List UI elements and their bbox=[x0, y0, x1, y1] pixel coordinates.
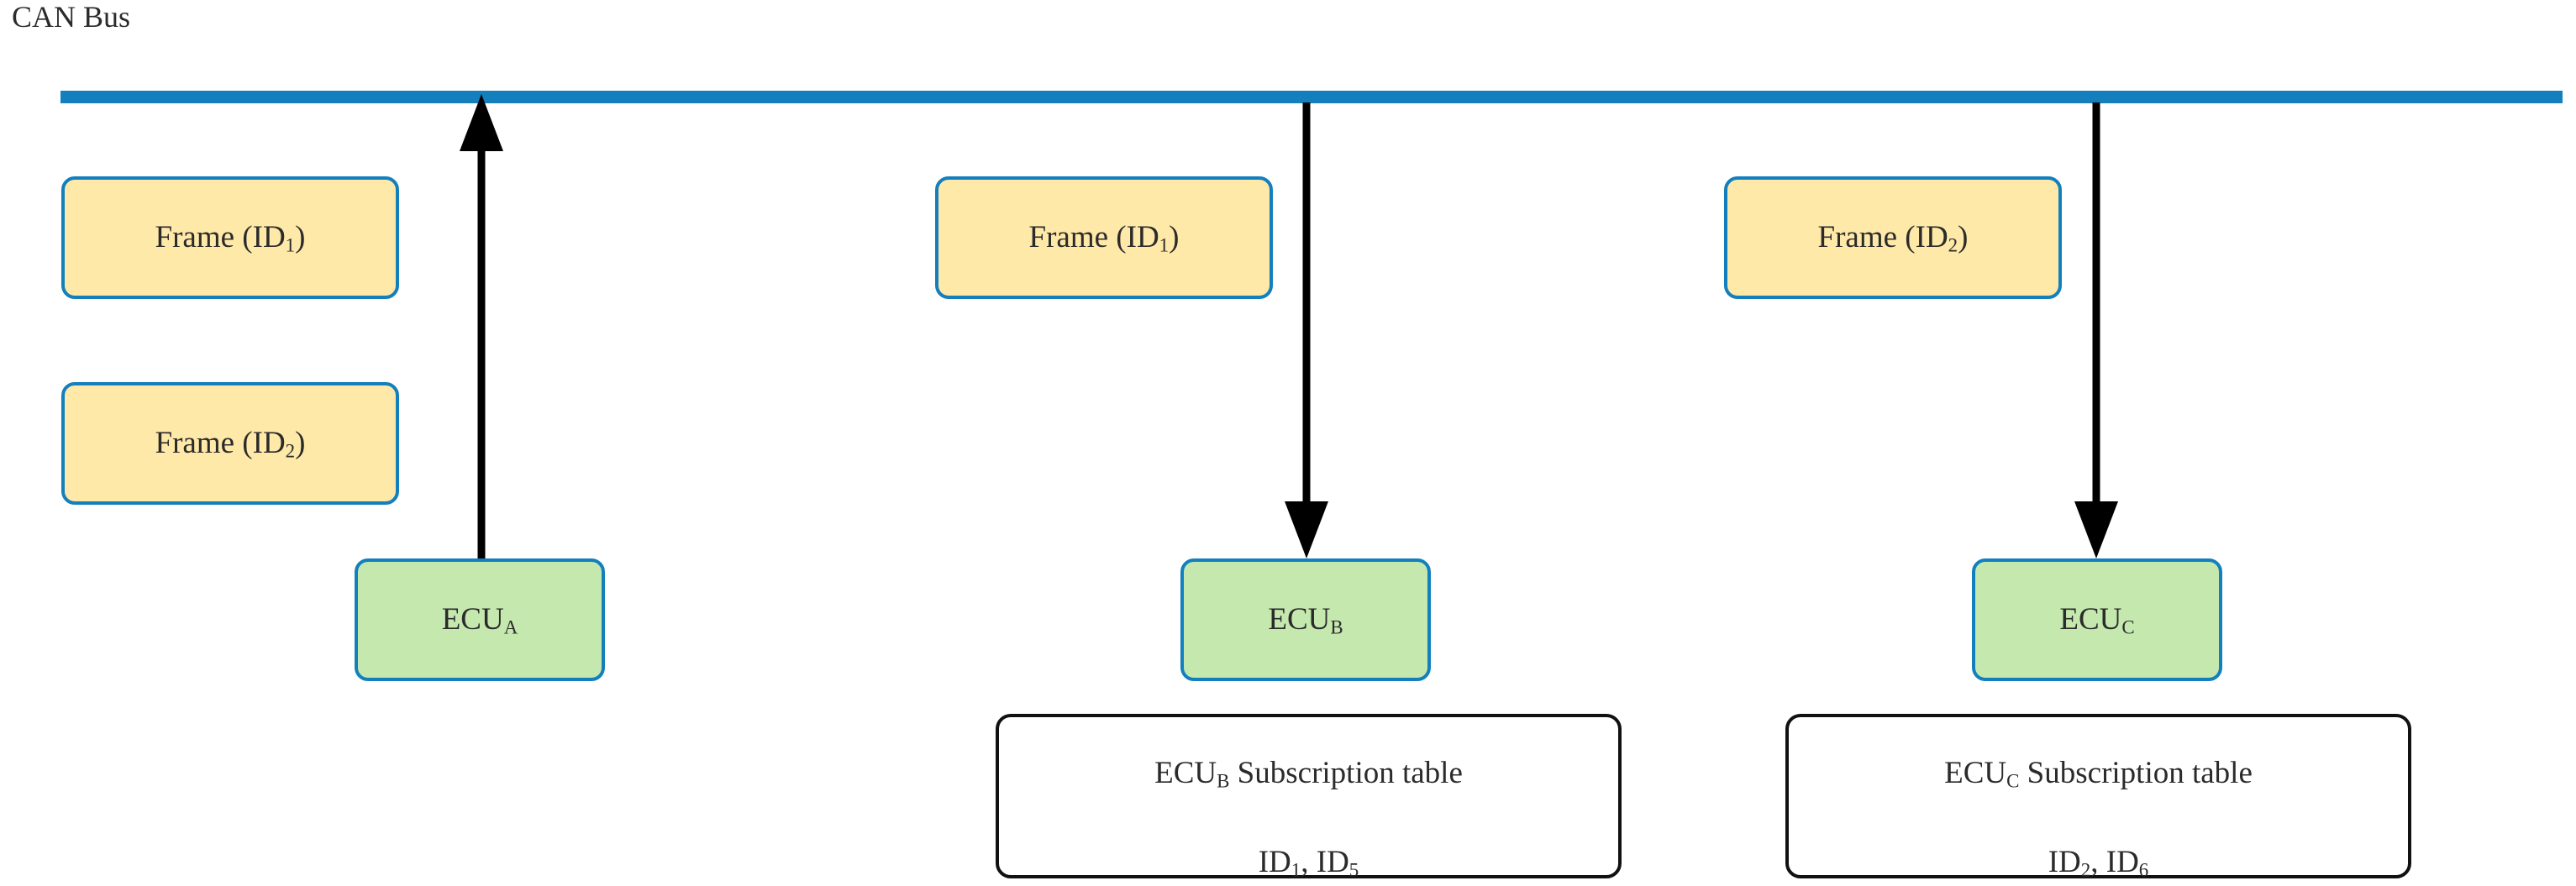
frame-box-id1-left: Frame (ID1) bbox=[61, 176, 399, 299]
ecu-subscript: B bbox=[1330, 616, 1343, 638]
table-title-subscript: B bbox=[1217, 771, 1230, 793]
can-bus-line bbox=[60, 91, 2563, 103]
ecu-label: ECUB bbox=[1268, 601, 1343, 638]
frame-subscript: 1 bbox=[285, 234, 296, 256]
table-entry-subscript: 1 bbox=[1291, 859, 1301, 881]
ecu-subscript: A bbox=[503, 616, 518, 638]
frame-subscript: 1 bbox=[1159, 234, 1170, 256]
subscription-table-text: ECUB Subscription table ID1, ID5 bbox=[1154, 708, 1463, 884]
ecu-box-c: ECUC bbox=[1972, 558, 2222, 681]
frame-label: Frame (ID2) bbox=[155, 425, 306, 462]
frame-box-id2-left: Frame (ID2) bbox=[61, 382, 399, 505]
subscription-table-entries: ID1, ID5 bbox=[1258, 844, 1359, 881]
frame-label: Frame (ID2) bbox=[1817, 219, 1969, 256]
frame-label: Frame (ID1) bbox=[155, 219, 306, 256]
table-entry-subscript: 2 bbox=[2080, 859, 2091, 881]
frame-subscript: 2 bbox=[285, 440, 296, 462]
ecu-box-a: ECUA bbox=[355, 558, 605, 681]
subscription-table-title: ECUC Subscription table bbox=[1944, 756, 2253, 793]
subscription-table-title: ECUB Subscription table bbox=[1154, 756, 1463, 793]
frame-label: Frame (ID1) bbox=[1028, 219, 1180, 256]
ecu-c-subscription-table: ECUC Subscription table ID2, ID6 bbox=[1785, 714, 2411, 879]
frame-subscript: 2 bbox=[1948, 234, 1958, 256]
table-entry-subscript: 6 bbox=[2138, 859, 2149, 881]
ecu-box-b: ECUB bbox=[1180, 558, 1431, 681]
frame-box-id1-mid: Frame (ID1) bbox=[935, 176, 1273, 299]
ecu-subscript: C bbox=[2121, 616, 2135, 638]
subscription-table-text: ECUC Subscription table ID2, ID6 bbox=[1944, 708, 2253, 884]
frame-box-id2-right: Frame (ID2) bbox=[1724, 176, 2062, 299]
ecu-b-subscription-table: ECUB Subscription table ID1, ID5 bbox=[996, 714, 1622, 879]
arrow-bus-to-ecu-b bbox=[1285, 102, 1328, 558]
diagram-title: CAN Bus bbox=[12, 0, 131, 34]
ecu-label: ECUC bbox=[2059, 601, 2135, 638]
ecu-label: ECUA bbox=[441, 601, 518, 638]
subscription-table-entries: ID2, ID6 bbox=[2048, 844, 2149, 881]
table-entry-subscript: 5 bbox=[1348, 859, 1359, 881]
arrow-bus-to-ecu-c bbox=[2074, 102, 2118, 558]
arrow-ecu-a-to-bus bbox=[460, 94, 503, 558]
table-title-subscript: C bbox=[2006, 771, 2020, 793]
